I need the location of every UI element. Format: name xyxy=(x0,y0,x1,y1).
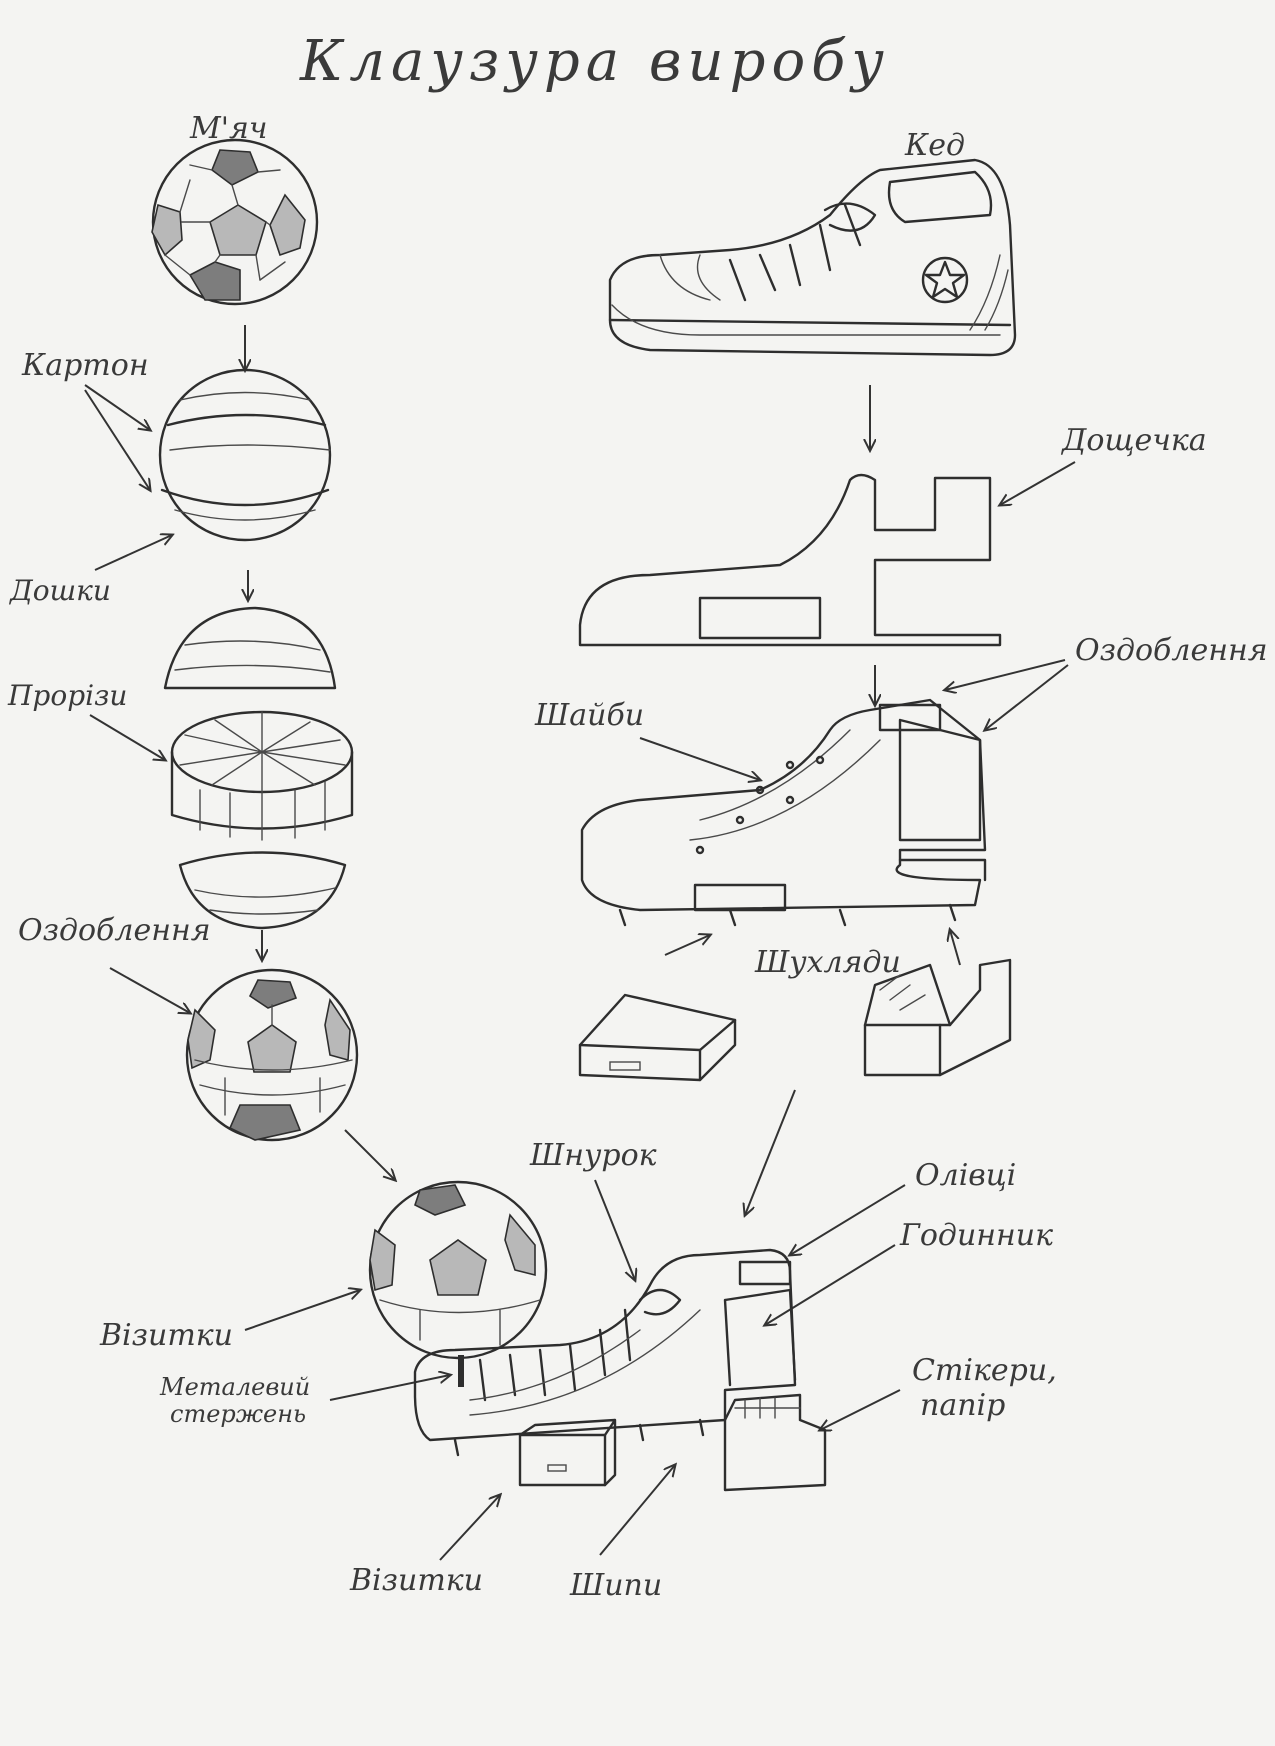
hemisphere-bottom xyxy=(178,851,347,930)
stickers-label-1: Стікери, xyxy=(912,1353,1057,1388)
washers-label: Шайби xyxy=(534,698,644,733)
pencils-label: Олівці xyxy=(915,1158,1016,1193)
cards-bottom-label: Візитки xyxy=(349,1563,483,1598)
plank-label: Дощечка xyxy=(1060,423,1207,458)
sneaker-organizer-final xyxy=(413,1248,827,1492)
sneaker-drawing xyxy=(608,158,1017,357)
drawers-label: Шухляди xyxy=(754,945,901,980)
spikes-label: Шипи xyxy=(569,1568,662,1603)
cardboard-label: Картон xyxy=(21,348,149,383)
boards-label: Дошки xyxy=(8,574,111,607)
plank-cutout xyxy=(578,473,1002,647)
metal-rod-label-2: стержень xyxy=(170,1400,306,1428)
clock-label: Годинник xyxy=(899,1218,1053,1253)
page-title: Клаузура виробу xyxy=(299,29,890,94)
sneaker-assembled-mid xyxy=(580,698,987,927)
decoration-right-label: Оздоблення xyxy=(1075,633,1268,668)
cards-ball-label: Візитки xyxy=(99,1318,233,1353)
cuts-label: Прорізи xyxy=(7,679,127,712)
drawer-right xyxy=(863,958,1012,1077)
soccer-ball-final xyxy=(368,1180,548,1360)
cut-disc xyxy=(170,710,354,841)
sphere-cardboard xyxy=(158,368,332,542)
soccer-ball-decorated xyxy=(185,968,359,1142)
soccer-ball-top xyxy=(151,138,319,306)
drawer-left xyxy=(578,993,737,1082)
sneaker-label: Кед xyxy=(904,128,965,163)
hemisphere-top xyxy=(163,606,337,690)
metal-rod-label-1: Металевий xyxy=(159,1373,310,1401)
stickers-label-2: папір xyxy=(920,1388,1005,1423)
lace-label: Шнурок xyxy=(529,1138,657,1173)
decoration-left-label: Оздоблення xyxy=(18,913,211,948)
